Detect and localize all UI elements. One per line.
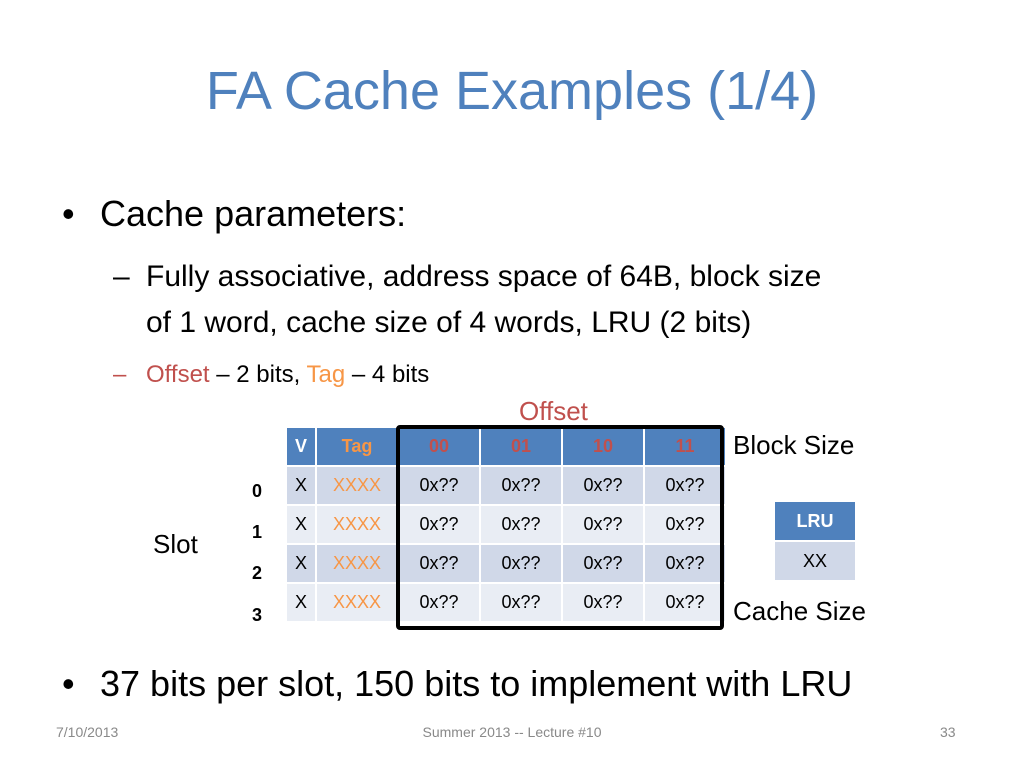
cache-row: X XXXX 0x?? 0x?? 0x?? 0x?? — [285, 465, 727, 506]
cache-row: X XXXX 0x?? 0x?? 0x?? 0x?? — [285, 504, 727, 545]
data-block-highlight — [396, 425, 724, 630]
cache-row: X XXXX 0x?? 0x?? 0x?? 0x?? — [285, 582, 727, 623]
lru-table: LRU XX — [773, 500, 857, 582]
slot-number: 0 — [252, 481, 263, 501]
dash-marker: – — [113, 361, 127, 388]
slot-label: Slot — [153, 529, 198, 559]
bullet-dot: • — [62, 193, 75, 234]
tag-word: Tag — [306, 361, 346, 388]
tag-cell: XXXX — [315, 543, 399, 584]
offset-header: 10 — [561, 426, 645, 467]
valid-cell: X — [285, 465, 317, 506]
slot-number: 3 — [252, 605, 263, 625]
valid-cell: X — [285, 543, 317, 584]
data-cell: 0x?? — [397, 543, 481, 584]
data-cell: 0x?? — [479, 465, 563, 506]
offset-header: 11 — [643, 426, 727, 467]
offset-label: Offset — [519, 396, 588, 426]
footer-page-number: 33 — [940, 724, 956, 740]
cache-size-label: Cache Size — [733, 596, 866, 626]
data-cell: 0x?? — [561, 465, 645, 506]
tag-bits: – 4 bits — [345, 361, 430, 388]
data-cell: 0x?? — [643, 465, 727, 506]
bullet-text: Cache parameters: — [100, 193, 407, 234]
bullet-dot: • — [62, 663, 75, 704]
data-cell: 0x?? — [479, 582, 563, 623]
data-cell: 0x?? — [643, 582, 727, 623]
data-cell: 0x?? — [643, 504, 727, 545]
data-cell: 0x?? — [561, 543, 645, 584]
offset-header: 00 — [397, 426, 481, 467]
data-cell: 0x?? — [643, 543, 727, 584]
cache-header-row: V Tag 00 01 10 11 — [285, 426, 727, 467]
tag-header: Tag — [315, 426, 399, 467]
footer-date: 7/10/2013 — [56, 724, 119, 740]
data-cell: 0x?? — [397, 504, 481, 545]
sub-bullet-text-cont: of 1 word, cache size of 4 words, LRU (2… — [146, 306, 752, 339]
cache-row: X XXXX 0x?? 0x?? 0x?? 0x?? — [285, 543, 727, 584]
offset-word: Offset — [146, 361, 210, 388]
slot-number: 1 — [252, 522, 263, 542]
tag-cell: XXXX — [315, 465, 399, 506]
lru-value: XX — [773, 540, 857, 582]
valid-cell: X — [285, 582, 317, 623]
data-cell: 0x?? — [561, 504, 645, 545]
lru-header: LRU — [773, 500, 857, 542]
block-size-label: Block Size — [733, 430, 855, 460]
footer-lecture: Summer 2013 -- Lecture #10 — [422, 724, 602, 740]
valid-cell: X — [285, 504, 317, 545]
cache-table: V Tag 00 01 10 11 X XXXX 0x?? 0x?? 0x?? … — [285, 426, 727, 623]
valid-header: V — [285, 426, 317, 467]
data-cell: 0x?? — [397, 465, 481, 506]
slot-number: 2 — [252, 563, 263, 583]
data-cell: 0x?? — [479, 543, 563, 584]
data-cell: 0x?? — [561, 582, 645, 623]
slide-title: FA Cache Examples (1/4) — [205, 61, 819, 121]
offset-bits: – 2 bits, — [209, 361, 307, 388]
tag-cell: XXXX — [315, 582, 399, 623]
sub-bullet-text: Fully associative, address space of 64B,… — [146, 260, 822, 293]
data-cell: 0x?? — [397, 582, 481, 623]
bullet-text: 37 bits per slot, 150 bits to implement … — [100, 663, 853, 704]
data-cell: 0x?? — [479, 504, 563, 545]
dash-marker: – — [113, 260, 130, 293]
tag-cell: XXXX — [315, 504, 399, 545]
